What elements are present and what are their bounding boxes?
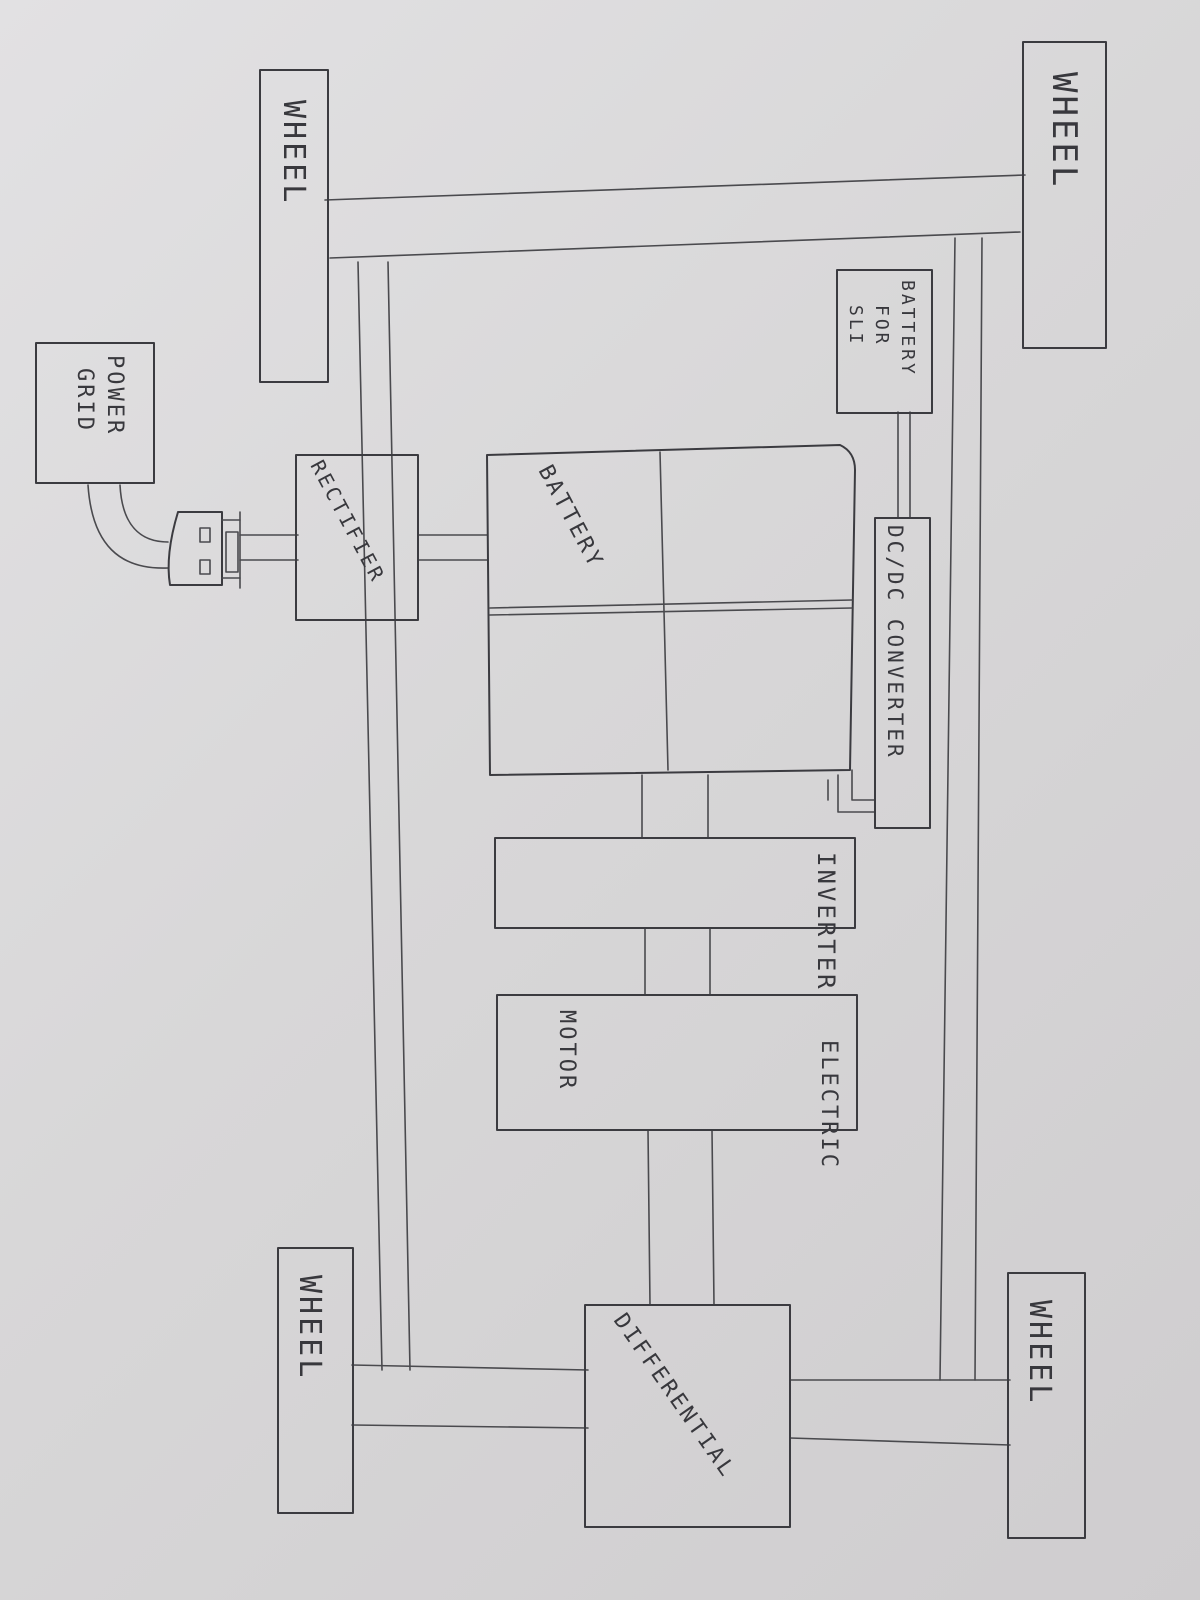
rectifier-battery-link xyxy=(417,534,488,561)
inverter-label: INVERTER xyxy=(812,852,840,992)
wheel-front-right: WHEEL xyxy=(1022,41,1107,349)
rectifier-label: RECTIFIER xyxy=(306,456,391,587)
charging-plug xyxy=(167,511,299,589)
rectifier-block: RECTIFIER xyxy=(295,454,419,621)
sli-battery-label-line2: FOR xyxy=(871,305,892,347)
battery-label: BATTERY xyxy=(533,461,608,573)
motor-differential-link xyxy=(647,1129,715,1306)
inverter-block: INVERTER xyxy=(494,837,856,992)
wheel-label: WHEEL xyxy=(276,100,311,205)
left-frame-rail xyxy=(357,261,411,1371)
wheel-label: WHEEL xyxy=(292,1275,327,1380)
motor-label-line1: ELECTRIC xyxy=(816,1040,841,1170)
power-grid-block: POWER GRID xyxy=(35,342,155,484)
wheel-front-left: WHEEL xyxy=(259,69,329,383)
right-frame-rail xyxy=(939,237,983,1381)
battery-block: BATTERY xyxy=(486,444,856,776)
electric-motor-block: ELECTRIC MOTOR xyxy=(496,994,858,1170)
wheel-label: WHEEL xyxy=(1022,1300,1057,1405)
power-grid-label-line2: GRID xyxy=(72,368,97,433)
sli-dcdc-link xyxy=(897,411,911,519)
motor-label-line2: MOTOR xyxy=(554,1010,579,1091)
sli-battery-block: BATTERY FOR SLI xyxy=(836,269,933,414)
rear-axle xyxy=(351,1364,1011,1446)
sli-battery-label-line1: BATTERY xyxy=(897,280,918,377)
dcdc-converter-label: DC/DC CONVERTER xyxy=(883,525,907,760)
sli-battery-label-line3: SLI xyxy=(845,305,866,347)
grid-cable xyxy=(87,484,169,569)
inverter-motor-link xyxy=(644,927,711,996)
dcdc-converter-block: DC/DC CONVERTER xyxy=(874,517,931,829)
battery-inverter-link xyxy=(641,774,709,839)
front-axle xyxy=(324,174,1026,259)
differential-label: DIFFERENTIAL xyxy=(608,1309,740,1483)
differential-block: DIFFERENTIAL xyxy=(584,1304,791,1528)
wheel-rear-left: WHEEL xyxy=(277,1247,354,1514)
power-grid-label-line1: POWER xyxy=(102,355,127,436)
battery-dcdc-link xyxy=(827,769,876,813)
wheel-label: WHEEL xyxy=(1044,72,1084,189)
wheel-rear-right: WHEEL xyxy=(1007,1272,1086,1539)
